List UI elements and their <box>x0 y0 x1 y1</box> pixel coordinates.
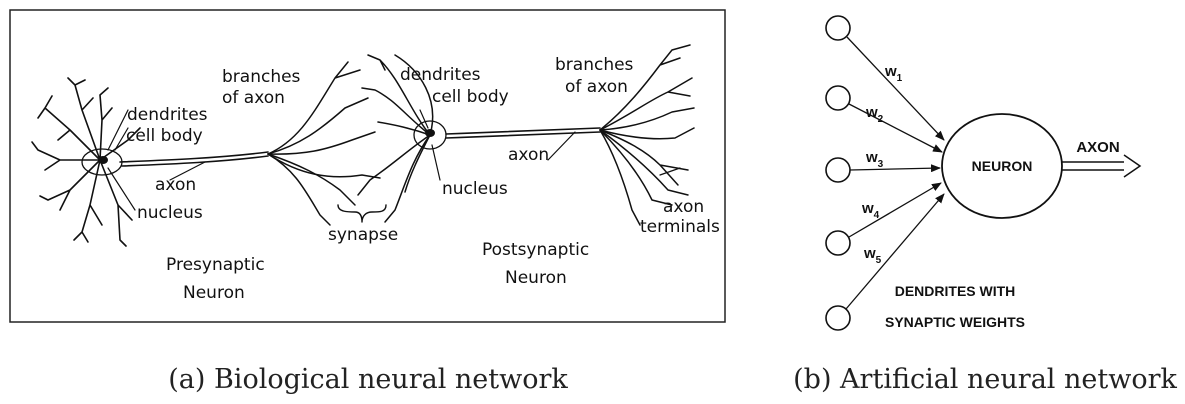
biological-panel: dendrites cell body axon nucleus branche… <box>10 10 725 395</box>
input-node-2 <box>826 86 850 110</box>
input-node-1 <box>826 16 850 40</box>
weight-1: w1 <box>884 63 903 84</box>
presynaptic-axon <box>120 152 268 162</box>
label-dendrites-left: dendrites <box>127 105 208 125</box>
input-node-3 <box>826 158 850 182</box>
postsynaptic-nucleus <box>425 129 435 137</box>
label-axon-terminals-1: axon <box>663 197 704 217</box>
label-axon-left: axon <box>155 175 196 195</box>
connection-2 <box>849 104 942 152</box>
label-dendrites-mid: dendrites <box>400 65 481 85</box>
label-synapse: synapse <box>328 225 398 245</box>
label-branches-axon-1b: of axon <box>222 88 285 108</box>
label-branches-axon-2: branches <box>555 55 634 75</box>
presynaptic-nucleus <box>98 156 108 164</box>
label-presynaptic: Presynaptic <box>166 255 265 275</box>
synapse-brace <box>338 205 386 222</box>
caption-biological: (a) Biological neural network <box>168 364 568 395</box>
label-cell-body-left: cell body <box>126 126 203 146</box>
label-axon-right: axon <box>508 145 549 165</box>
connection-3 <box>850 168 940 170</box>
dendrites-label-line2: SYNAPTIC WEIGHTS <box>885 314 1025 330</box>
label-cell-body-mid: cell body <box>432 87 509 107</box>
input-node-5 <box>826 306 850 330</box>
input-node-4 <box>826 231 850 255</box>
caption-artificial: (b) Artificial neural network <box>793 364 1177 395</box>
label-branches-axon-1: branches <box>222 67 301 87</box>
label-nucleus-left: nucleus <box>137 203 203 223</box>
weight-4: w4 <box>861 200 880 221</box>
connection-1 <box>847 37 944 140</box>
axon-output-arrow <box>1062 155 1140 177</box>
label-presynaptic-neuron: Neuron <box>183 283 245 303</box>
weight-5: w5 <box>863 245 882 266</box>
label-postsynaptic: Postsynaptic <box>482 240 589 260</box>
label-nucleus-mid: nucleus <box>442 179 508 199</box>
label-postsynaptic-neuron: Neuron <box>505 268 567 288</box>
biological-labels: dendrites cell body axon nucleus branche… <box>126 55 720 303</box>
label-branches-axon-2b: of axon <box>565 77 628 97</box>
artificial-panel: w1 w2 w3 w4 w5 NEURON AXON DENDRITES WIT… <box>793 16 1177 395</box>
dendrites-label-line1: DENDRITES WITH <box>895 283 1016 299</box>
weight-2: w2 <box>865 104 884 125</box>
axon-label: AXON <box>1076 139 1119 156</box>
neuron-label: NEURON <box>972 158 1033 174</box>
weight-labels: w1 w2 w3 w4 w5 <box>861 63 903 266</box>
label-axon-terminals-2: terminals <box>640 217 720 237</box>
weight-3: w3 <box>865 149 884 170</box>
